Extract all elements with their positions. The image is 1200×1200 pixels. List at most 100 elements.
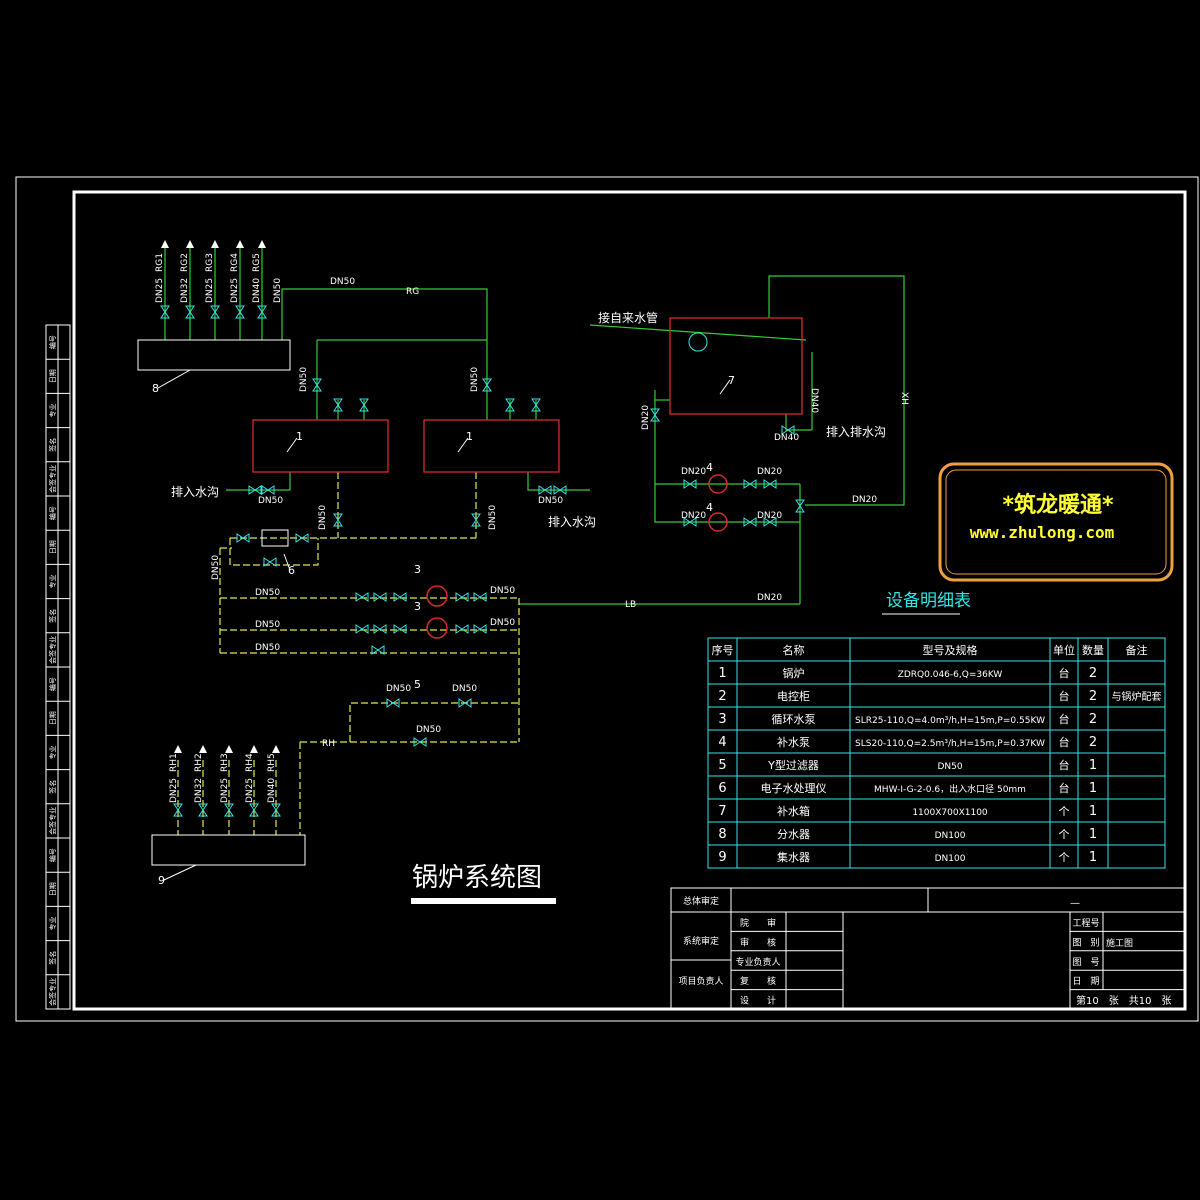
label-num1b: 1 <box>466 430 473 443</box>
label-num3a: 3 <box>414 563 421 576</box>
table-cell: Y型过滤器 <box>767 758 819 772</box>
title-block-label: 系统审定 <box>683 935 719 947</box>
drawing-title: 锅炉系统图 <box>412 863 542 893</box>
margin-label: 专业 <box>48 404 57 418</box>
label-dn40-vert: DN40 <box>809 388 819 413</box>
margin-label: 会签专业 <box>48 465 57 493</box>
margin-label: 专业 <box>48 575 57 589</box>
label-dn50-drain1: DN50 <box>258 496 283 506</box>
table-cell: 1100X700X1100 <box>912 808 988 818</box>
water-treatment-device <box>261 529 289 547</box>
label-rh3: RH3 <box>220 753 230 772</box>
sheet-number: 第10 张 共10 张 <box>1076 994 1171 1007</box>
valve-icon <box>683 517 697 527</box>
table-cell: 台 <box>1059 666 1070 680</box>
valve-icon <box>482 378 492 392</box>
label-dn32-a: DN32 <box>180 278 190 303</box>
label-dn20-c: DN20 <box>681 511 706 521</box>
label-dn50-drain2: DN50 <box>538 496 563 506</box>
label-rg3: RG3 <box>205 253 215 272</box>
label-dn20-b: DN20 <box>757 467 782 477</box>
table-cell: 个 <box>1059 851 1070 864</box>
valve-icon <box>458 698 472 708</box>
margin-label: 编号 <box>48 335 57 349</box>
valve-icon <box>763 517 777 527</box>
label-num6: 6 <box>288 564 295 577</box>
equipment <box>137 317 803 881</box>
distributor <box>137 339 291 371</box>
label-rg5: RG5 <box>252 253 262 272</box>
table-cell: 与锅炉配套 <box>1112 690 1162 703</box>
title-block-label: 院 审 <box>740 917 776 929</box>
label-dn25-d: DN25 <box>169 778 179 803</box>
title-block-dash: — <box>1070 898 1080 909</box>
table-header-cell: 备注 <box>1126 643 1148 657</box>
valve-icon <box>248 485 262 495</box>
boiler-2 <box>423 419 560 473</box>
label-dn50-r1: DN50 <box>255 588 280 598</box>
table-cell: 3 <box>718 712 726 727</box>
valve-icon <box>355 592 369 602</box>
label-dn25-e: DN25 <box>220 778 230 803</box>
title-block-label: 日 期 <box>1072 976 1099 987</box>
valve-icon <box>386 698 400 708</box>
margin-label: 专业 <box>48 746 57 760</box>
margin-label: 专业 <box>48 917 57 931</box>
table-header-cell: 名称 <box>783 643 805 657</box>
table-cell: DN50 <box>937 762 962 772</box>
valve-icon <box>261 485 275 495</box>
table-cell: 8 <box>718 827 726 842</box>
valve-icon <box>795 499 805 513</box>
margin-signoff-strip: 编号日期专业签名会签专业编号日期专业签名会签专业编号日期专业签名会签专业编号日期… <box>45 324 71 1010</box>
title-block-label: 项目负责人 <box>678 975 723 987</box>
valve-icon <box>455 624 469 634</box>
return-pipes <box>177 472 520 835</box>
valve-icon <box>743 479 757 489</box>
label-lb: LB <box>625 600 636 610</box>
label-dn50-c2: DN50 <box>488 505 498 530</box>
table-cell: 电控柜 <box>777 689 810 703</box>
valve-icon <box>198 803 208 817</box>
table-cell: 1 <box>1089 758 1097 773</box>
label-num5: 5 <box>414 678 421 691</box>
valve-icon <box>355 624 369 634</box>
valve-icon <box>371 645 385 655</box>
valve-icon <box>473 592 487 602</box>
table-cell: 2 <box>1089 666 1097 681</box>
label-dn32-b: DN32 <box>194 778 204 803</box>
valve-icon <box>210 305 220 319</box>
table-cell: SLR25-110,Q=4.0m³/h,H=15m,P=0.55KW <box>855 716 1045 726</box>
valve-icon <box>471 513 481 527</box>
valve-icon <box>295 533 309 543</box>
valve-icon <box>781 425 795 435</box>
table-cell: DN100 <box>935 854 966 864</box>
watermark-url: www.zhulong.com <box>970 523 1115 542</box>
inner-frame <box>72 190 1187 1011</box>
label-dn25-f: DN25 <box>245 778 255 803</box>
label-rg1: RG1 <box>155 253 165 272</box>
title-block-label: 设 计 <box>740 995 776 1007</box>
label-num9: 9 <box>158 874 165 887</box>
table-cell: 个 <box>1059 805 1070 818</box>
label-num4b: 4 <box>706 501 713 514</box>
margin-label: 日期 <box>49 540 57 554</box>
table-cell: DN100 <box>935 831 966 841</box>
table-cell: 1 <box>718 666 726 681</box>
label-num1a: 1 <box>296 430 303 443</box>
label-dn25-c: DN25 <box>230 278 240 303</box>
valve-icon <box>683 479 697 489</box>
valve-icon <box>373 624 387 634</box>
table-cell: 台 <box>1059 689 1070 703</box>
margin-label: 编号 <box>48 506 57 520</box>
table-cell: 循环水泵 <box>772 713 816 726</box>
margin-label: 签名 <box>48 438 57 452</box>
label-dn50-b2: DN50 <box>470 367 480 392</box>
label-drain-left: 排入水沟 <box>171 485 219 499</box>
table-header-cell: 型号及规格 <box>923 643 978 657</box>
valve-icon <box>373 592 387 602</box>
table-cell: MHW-I-G-2-0.6，出入水口径 50mm <box>874 783 1026 795</box>
valve-icon <box>249 803 259 817</box>
valve-icon <box>333 513 343 527</box>
table-cell: 电子水处理仪 <box>761 782 827 795</box>
table-cell: 7 <box>718 804 726 819</box>
